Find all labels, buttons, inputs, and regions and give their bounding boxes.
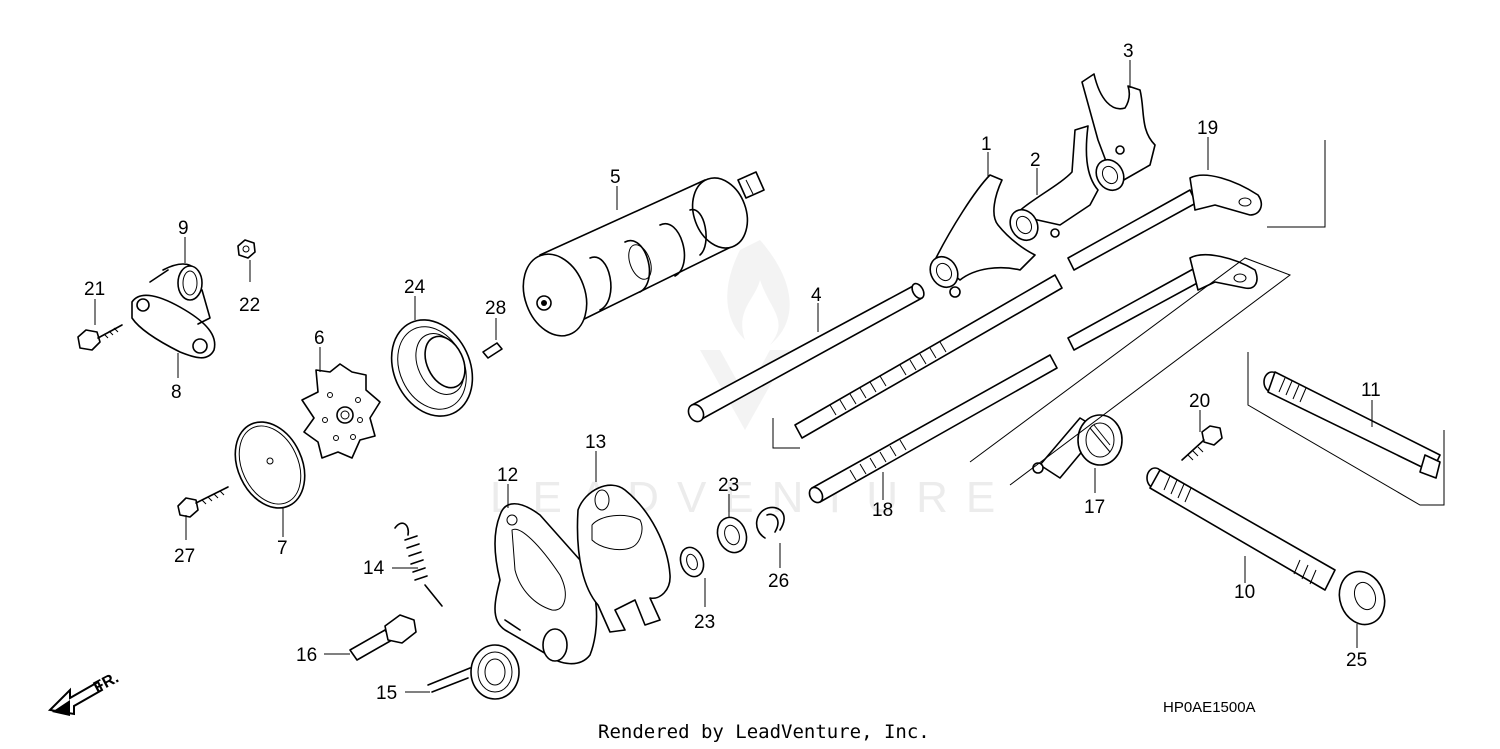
callout-20: 20 bbox=[1189, 391, 1210, 412]
callout-28: 28 bbox=[485, 298, 506, 319]
callout-27: 27 bbox=[174, 546, 195, 567]
watermark-text: LEADVENTURE bbox=[490, 473, 1013, 522]
callout-1: 1 bbox=[981, 134, 992, 155]
callout-23-lower: 23 bbox=[694, 612, 715, 633]
part-20-bolt bbox=[1181, 425, 1223, 461]
callout-6: 6 bbox=[314, 328, 325, 349]
callout-19: 19 bbox=[1197, 118, 1218, 139]
part-14-spring bbox=[394, 522, 443, 607]
part-3-shift-fork bbox=[1081, 73, 1156, 192]
part-26-circlip bbox=[755, 506, 785, 539]
part-2-shift-fork bbox=[1009, 125, 1099, 242]
part-23-washer-lower bbox=[679, 546, 705, 578]
callout-13: 13 bbox=[585, 432, 606, 453]
callout-15: 15 bbox=[376, 683, 397, 704]
part-7-cover-plate bbox=[234, 421, 306, 509]
callout-10: 10 bbox=[1234, 582, 1255, 603]
part-13-shift-plate bbox=[576, 484, 671, 633]
part-12-guide-plate bbox=[494, 502, 598, 665]
front-arrow-icon: FR. bbox=[47, 669, 122, 716]
part-9-spring bbox=[149, 263, 211, 325]
callout-3: 3 bbox=[1123, 41, 1134, 62]
part-4-fork-shaft bbox=[687, 282, 925, 423]
callout-12: 12 bbox=[497, 465, 518, 486]
part-18-gearshift-spindle bbox=[808, 254, 1258, 504]
part-11-spindle bbox=[1263, 371, 1441, 479]
callout-23-upper: 23 bbox=[718, 475, 739, 496]
part-1-shift-fork bbox=[929, 174, 1036, 298]
leader-lines bbox=[94, 60, 1373, 693]
callout-22: 22 bbox=[239, 295, 260, 316]
part-5-shift-drum bbox=[522, 171, 765, 337]
part-22-nut bbox=[237, 239, 256, 259]
part-10-spindle bbox=[1146, 467, 1336, 591]
group-bracket-lower bbox=[969, 257, 1292, 486]
callout-9: 9 bbox=[178, 218, 189, 239]
callout-26: 26 bbox=[768, 571, 789, 592]
footer-credit: Rendered by LeadVenture, Inc. bbox=[598, 721, 930, 743]
part-25-oil-seal bbox=[1338, 570, 1386, 626]
part-21-bolt bbox=[77, 324, 123, 351]
callout-11: 11 bbox=[1361, 380, 1381, 401]
part-15-spring bbox=[427, 644, 520, 700]
part-24-bearing bbox=[390, 319, 474, 417]
callout-5: 5 bbox=[610, 167, 621, 188]
group-bracket-upper bbox=[772, 140, 1326, 449]
part-23-washer-upper bbox=[716, 516, 748, 554]
part-17-shift-arm bbox=[1032, 414, 1123, 479]
callout-24: 24 bbox=[404, 277, 426, 298]
callout-14: 14 bbox=[363, 558, 385, 579]
part-16-pin-bolt bbox=[349, 614, 417, 661]
callout-2: 2 bbox=[1030, 150, 1041, 171]
callout-8: 8 bbox=[171, 382, 182, 403]
callout-17: 17 bbox=[1084, 497, 1105, 518]
part-8-stopper-arm bbox=[131, 294, 216, 359]
part-6-star-plate bbox=[301, 363, 381, 459]
group-bracket-right bbox=[1247, 352, 1445, 506]
part-27-bolt bbox=[177, 486, 229, 518]
callout-7: 7 bbox=[277, 538, 288, 559]
callout-16: 16 bbox=[296, 645, 317, 666]
drawing-code: HP0AE1500A bbox=[1163, 699, 1256, 716]
part-28-pin bbox=[482, 342, 503, 359]
part-19-gearshift-spindle bbox=[794, 174, 1262, 439]
callout-25: 25 bbox=[1346, 650, 1367, 671]
callout-4: 4 bbox=[811, 285, 822, 306]
callout-18: 18 bbox=[872, 500, 893, 521]
callout-21: 21 bbox=[84, 279, 105, 300]
